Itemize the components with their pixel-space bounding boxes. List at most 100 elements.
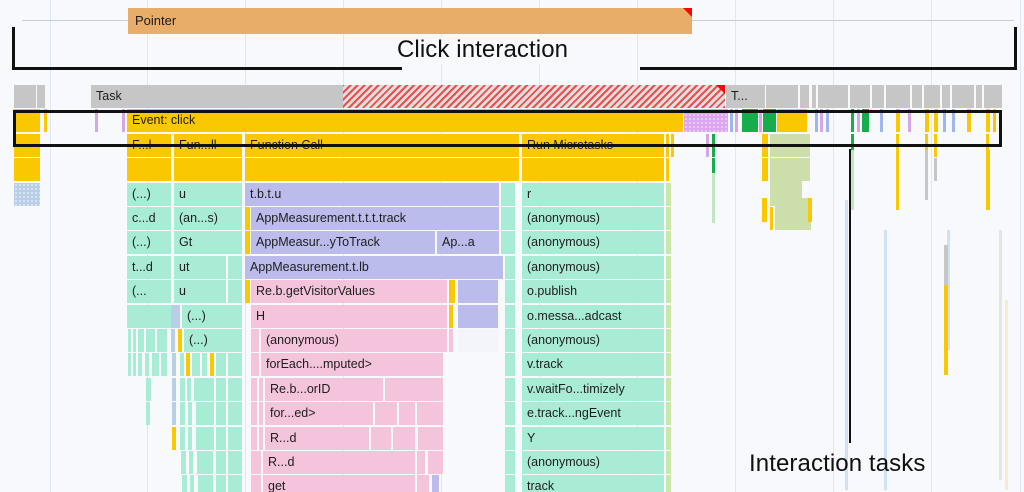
flame-bar-micro[interactable] <box>157 329 167 352</box>
flame-bar-micro[interactable] <box>908 109 911 133</box>
flame-bar-micro[interactable] <box>245 158 519 182</box>
flame-bar-anonymous[interactable]: (anonymous) <box>522 451 664 474</box>
flame-bar-micro[interactable] <box>251 426 257 450</box>
flame-bar-f-l[interactable]: F...l <box>127 133 171 157</box>
flame-bar-micro[interactable] <box>666 182 671 206</box>
flame-bar-micro[interactable] <box>95 109 98 133</box>
flame-bar-an-s[interactable]: (an...s) <box>174 207 242 230</box>
flame-bar-micro[interactable] <box>251 329 259 352</box>
flame-bar-micro[interactable] <box>216 377 226 401</box>
flame-bar-micro[interactable] <box>171 329 175 352</box>
flame-bar-micro[interactable] <box>967 109 971 133</box>
flame-bar-micro[interactable] <box>934 133 937 157</box>
flame-bar-micro[interactable] <box>188 426 192 450</box>
flame-bar-micro[interactable] <box>228 353 242 377</box>
flame-bar-micro[interactable] <box>172 353 176 377</box>
flame-bar-micro[interactable] <box>145 353 149 377</box>
flame-bar-v-waitfo-timizely[interactable]: v.waitFo...timizely <box>522 377 664 401</box>
flame-bar-micro[interactable] <box>880 109 883 133</box>
flame-bar-track[interactable]: track <box>522 475 664 492</box>
flame-bar-micro[interactable] <box>152 353 159 377</box>
flame-bar-micro[interactable] <box>37 85 45 108</box>
flame-bar-y[interactable]: Y <box>522 426 664 450</box>
flame-bar-micro[interactable] <box>505 280 515 304</box>
flame-bar-o-publish[interactable]: o.publish <box>522 280 664 304</box>
flame-bar-o-messa-adcast[interactable]: o.messa...adcast <box>522 304 664 328</box>
flame-bar-appmeasurement-t-lb[interactable]: AppMeasurement.t.lb <box>245 255 503 279</box>
flame-bar-foreach-mputed[interactable]: forEach....mputed> <box>261 353 443 377</box>
flame-bar-micro[interactable] <box>505 329 515 352</box>
flame-bar-micro[interactable] <box>666 304 671 328</box>
flame-bar-micro[interactable] <box>216 475 226 492</box>
flame-bar-micro[interactable] <box>14 182 40 206</box>
flame-bar-micro[interactable] <box>812 85 816 108</box>
flame-bar-micro[interactable] <box>172 402 176 426</box>
flame-bar-micro[interactable] <box>44 109 47 133</box>
flame-bar-micro[interactable] <box>417 402 443 426</box>
flame-bar-micro[interactable] <box>666 231 671 255</box>
flame-bar-micro[interactable] <box>671 133 674 157</box>
flame-bar-micro[interactable] <box>216 402 226 426</box>
flame-bar-micro[interactable] <box>146 402 150 426</box>
flame-bar-micro[interactable] <box>501 182 515 206</box>
flame-bar-anonymous[interactable]: (anonymous) <box>261 329 447 352</box>
flame-bar-micro[interactable] <box>505 475 515 492</box>
flame-bar-micro[interactable] <box>417 475 429 492</box>
flame-bar-micro[interactable] <box>198 475 213 492</box>
flame-bar-micro[interactable] <box>432 475 439 492</box>
flame-bar-micro[interactable] <box>666 402 671 426</box>
flame-bar-gt[interactable]: Gt <box>174 231 242 255</box>
flame-bar-micro[interactable] <box>133 353 136 377</box>
flame-bar-micro[interactable] <box>850 85 870 108</box>
flame-bar-anonymous[interactable]: (anonymous) <box>522 207 664 230</box>
flame-bar-micro[interactable] <box>399 402 415 426</box>
flame-bar-micro[interactable] <box>178 329 182 352</box>
flame-bar-micro[interactable] <box>762 133 768 157</box>
flame-bar-micro[interactable] <box>343 85 725 108</box>
flame-bar-ut[interactable]: ut <box>174 255 226 279</box>
flame-bar-t-d[interactable]: t...d <box>127 255 171 279</box>
flame-bar-micro[interactable] <box>196 402 214 426</box>
flame-bar-micro[interactable] <box>449 280 455 304</box>
flame-bar-micro[interactable] <box>501 207 515 230</box>
flame-bar-micro[interactable] <box>375 402 397 426</box>
flame-bar-micro[interactable] <box>188 402 192 426</box>
flame-bar-micro[interactable] <box>666 329 671 352</box>
flame-bar-[interactable]: (...) <box>182 304 242 328</box>
flame-bar-micro[interactable] <box>259 377 263 401</box>
flame-bar-micro[interactable] <box>190 475 194 492</box>
flame-bar-run-microtasks[interactable]: Run Microtasks <box>522 133 664 157</box>
flame-bar-micro[interactable] <box>730 109 733 133</box>
flame-bar-micro[interactable] <box>187 377 191 401</box>
flame-bar-micro[interactable] <box>666 280 671 304</box>
flame-bar-micro[interactable] <box>501 231 515 255</box>
flame-bar-micro[interactable] <box>505 402 515 426</box>
flame-bar-micro[interactable] <box>251 475 261 492</box>
flame-bar-micro[interactable] <box>818 85 848 108</box>
flame-bar-function-call[interactable]: Function Call <box>245 133 519 157</box>
flame-bar-anonymous[interactable]: (anonymous) <box>522 255 664 279</box>
flame-bar-for-ed[interactable]: for...ed> <box>265 402 373 426</box>
flame-bar-micro[interactable] <box>196 426 214 450</box>
flame-bar-micro[interactable] <box>259 426 263 450</box>
flame-bar-micro[interactable] <box>127 158 171 182</box>
flame-bar-micro[interactable] <box>138 353 142 377</box>
flame-bar-micro[interactable] <box>128 353 131 377</box>
flame-bar-micro[interactable] <box>857 109 860 133</box>
flame-bar-micro[interactable] <box>171 304 180 328</box>
flame-bar-t[interactable]: T... <box>726 85 765 108</box>
flame-bar-r-d[interactable]: R...d <box>263 451 415 474</box>
flame-bar-micro[interactable] <box>666 377 671 401</box>
flame-bar-micro[interactable] <box>770 207 773 230</box>
flame-bar-micro[interactable] <box>371 426 391 450</box>
flame-bar-micro[interactable] <box>127 304 171 328</box>
flame-bar-micro[interactable] <box>417 451 425 474</box>
flame-bar-micro[interactable] <box>770 133 810 157</box>
flame-bar-micro[interactable] <box>449 329 453 352</box>
flame-bar-micro[interactable] <box>666 207 671 230</box>
flame-bar-micro[interactable] <box>505 451 515 474</box>
flame-bar-micro[interactable] <box>851 109 854 133</box>
flame-bar-micro[interactable] <box>934 158 937 182</box>
flame-bar-micro[interactable] <box>245 231 250 255</box>
flame-bar-micro[interactable] <box>14 133 40 157</box>
